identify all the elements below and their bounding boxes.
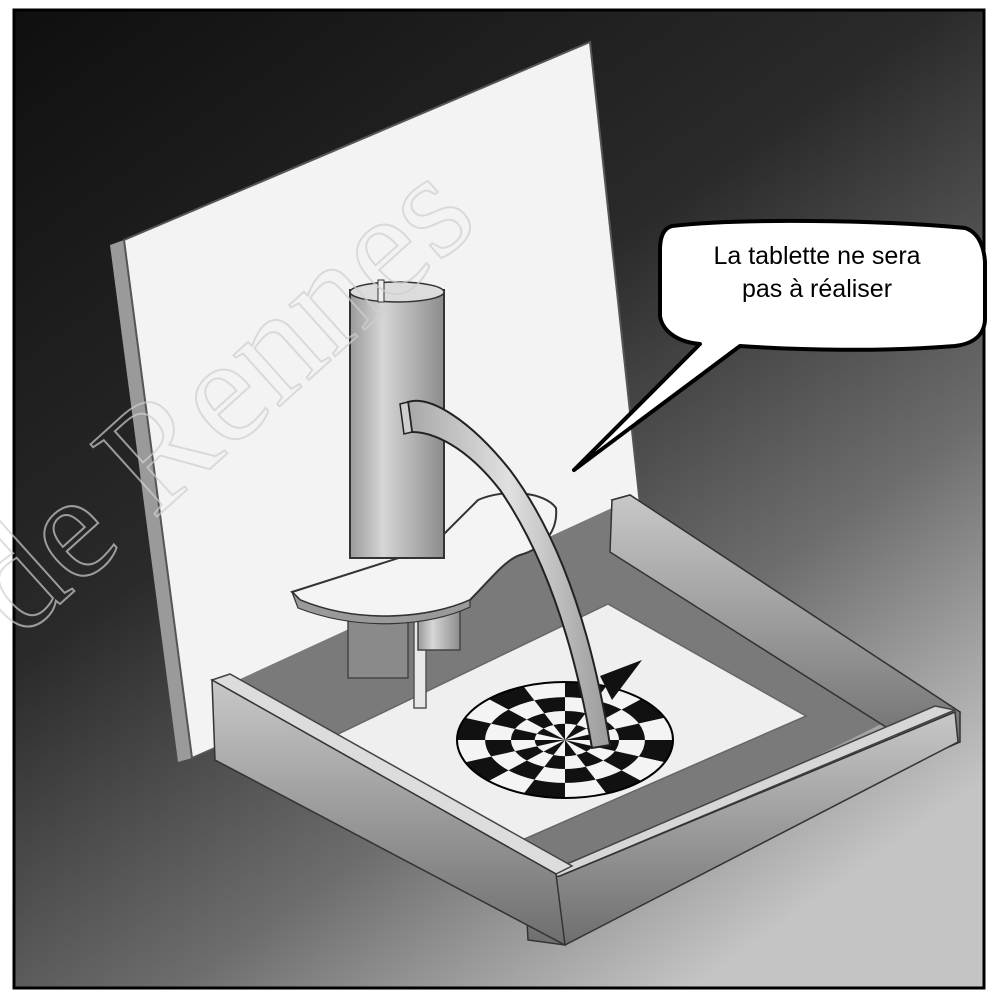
disc-segment (565, 740, 593, 752)
disc-segment (553, 723, 565, 740)
callout-line-1: La tablette ne sera (713, 242, 921, 270)
disc-segment (565, 724, 587, 740)
cylinder-main (349, 289, 445, 559)
disc-segment (537, 740, 565, 752)
disc-segment (543, 740, 565, 756)
disc-pointer-flag (600, 660, 642, 700)
disc-segment (565, 740, 596, 747)
disc-segment (534, 740, 565, 747)
cylinder-pin (377, 279, 385, 303)
disc-segment (565, 723, 577, 740)
disc-segment (565, 740, 577, 757)
cylinder-top (349, 281, 445, 303)
disc-segment (543, 724, 565, 740)
back-panel-edge (110, 240, 192, 762)
disc-segment (565, 728, 593, 740)
striped-disc (456, 660, 674, 799)
disc-segment (537, 728, 565, 740)
callout-line-2: pas à réaliser (741, 275, 893, 303)
disc-segment (565, 740, 587, 756)
disc-segment (565, 733, 596, 740)
disc-segment (553, 740, 565, 757)
disc-outline (456, 681, 674, 799)
tray-left-rail (211, 678, 566, 947)
callout-text: La tablette ne sera pas à réaliser (658, 240, 976, 306)
callout-bubble (572, 218, 987, 472)
tray-front-rail (524, 710, 959, 946)
disc-segment (534, 733, 565, 740)
curved-arm (406, 399, 612, 750)
platform-edge (291, 591, 471, 625)
curved-arm-front (399, 401, 413, 435)
